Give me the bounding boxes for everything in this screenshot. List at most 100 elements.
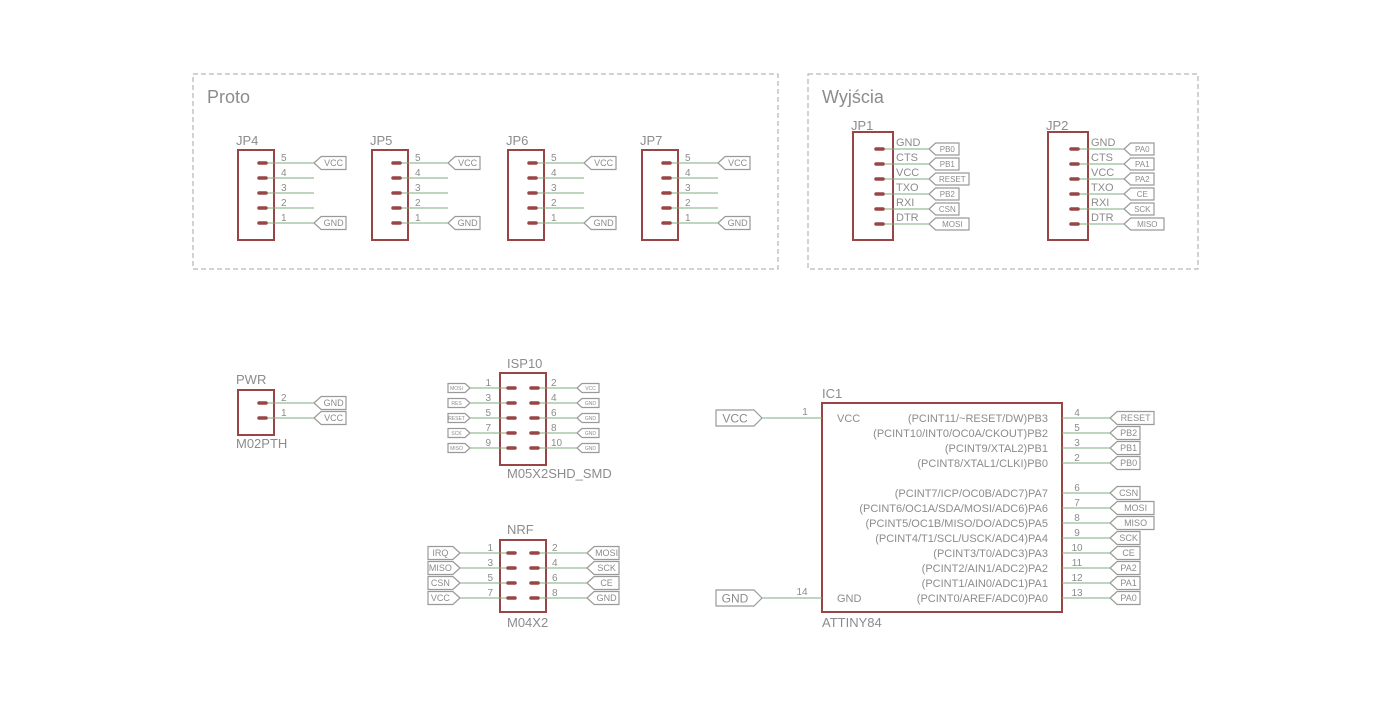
- header-name: JP1: [851, 118, 873, 133]
- pin-name: RXI: [896, 197, 914, 209]
- net-label-miso: MISO: [427, 560, 461, 576]
- net-label-miso: MISO: [1109, 515, 1155, 531]
- net-label-pa1: PA1: [1109, 575, 1141, 591]
- part-name: ISP10: [507, 356, 542, 371]
- pin-number: 10: [1071, 543, 1083, 554]
- pin-number: 14: [796, 587, 808, 598]
- net-label-gnd-text: GND: [324, 218, 345, 228]
- net-label-pa2-text: PA2: [1135, 175, 1150, 184]
- pin-number: 1: [281, 408, 287, 419]
- net-label-gnd-text: GND: [585, 431, 597, 437]
- part-value: ATTINY84: [822, 615, 882, 630]
- pin-number: 2: [552, 543, 558, 554]
- pin-function: (PCINT4/T1/SCL/USCK/ADC4)PA4: [875, 533, 1048, 545]
- net-label-miso-text: MISO: [429, 563, 452, 573]
- part-value: M02PTH: [236, 436, 287, 451]
- part-value: M05X2SHD_SMD: [507, 466, 612, 481]
- connector-body: [499, 372, 547, 466]
- pin-name: CTS: [1091, 152, 1113, 164]
- header-body: [237, 149, 275, 241]
- net-label-gnd-shape: [313, 215, 347, 231]
- part-name: NRF: [507, 522, 534, 537]
- net-label-pa0: PA0: [1109, 590, 1141, 606]
- net-label-gnd-shape: [576, 442, 600, 454]
- net-label-gnd: GND: [586, 590, 620, 606]
- pin-number: 2: [1074, 453, 1080, 464]
- pin-number: 3: [551, 183, 557, 194]
- pin-number: 4: [685, 168, 691, 179]
- net-label-gnd: GND: [313, 395, 347, 411]
- pin-name: GND: [837, 593, 862, 605]
- net-label-res-text: RES: [451, 401, 462, 407]
- net-label-mosi-shape: [928, 217, 970, 231]
- net-label-ce: CE: [586, 575, 620, 591]
- net-label-pb1-text: PB1: [940, 160, 956, 169]
- pin-name: VCC: [1091, 167, 1114, 179]
- pin-name: GND: [896, 137, 921, 149]
- net-label-vcc-shape: [583, 155, 617, 171]
- net-label-vcc-shape: [447, 155, 481, 171]
- pin-number: 8: [1074, 513, 1080, 524]
- pin-number: 2: [551, 378, 557, 389]
- net-label-vcc: VCC: [717, 155, 751, 171]
- part-name: IC1: [822, 386, 842, 401]
- net-label-mosi: MOSI: [447, 382, 471, 394]
- net-label-pa1-text: PA1: [1120, 578, 1136, 588]
- pin-number: 5: [485, 408, 491, 419]
- net-label-ce-text: CE: [1137, 190, 1148, 199]
- net-label-gnd: GND: [717, 215, 751, 231]
- net-label-res: RES: [447, 397, 471, 409]
- net-label-sck-text: SCK: [1134, 205, 1151, 214]
- net-label-pb0-shape: [928, 142, 960, 156]
- pin-number: 5: [551, 153, 557, 164]
- net-label-pa0: PA0: [1123, 142, 1155, 156]
- net-label-pb2: PB2: [928, 187, 960, 201]
- net-label-miso-text: MISO: [450, 446, 463, 452]
- net-label-ce-text: CE: [1122, 548, 1135, 558]
- pin-function: (PCINT2/AIN1/ADC2)PA2: [922, 563, 1048, 575]
- net-label-csn-text: CSN: [1119, 488, 1138, 498]
- net-label-vcc: VCC: [447, 155, 481, 171]
- header-jp1: JP1GNDPB0CTSPB1VCCRESETTXOPB2RXICSNDTRMO…: [851, 118, 970, 241]
- pin-function: (PCINT5/OC1B/MISO/DO/ADC5)PA5: [865, 518, 1048, 530]
- net-label-gnd: GND: [313, 215, 347, 231]
- net-label-csn-shape: [1109, 485, 1141, 501]
- net-label-vcc-shape: [427, 590, 461, 606]
- net-label-pb2-shape: [928, 187, 960, 201]
- pin-number: 5: [281, 153, 287, 164]
- pin-number: 2: [685, 198, 691, 209]
- pin-number: 4: [415, 168, 421, 179]
- net-label-gnd-shape: [715, 589, 763, 607]
- net-label-irq: IRQ: [427, 545, 461, 561]
- net-label-pb1-shape: [928, 157, 960, 171]
- pin-number: 7: [1074, 498, 1080, 509]
- pin-number: 7: [487, 588, 493, 599]
- net-label-gnd-text: GND: [458, 218, 479, 228]
- part-value: M04X2: [507, 615, 548, 630]
- pin-function: (PCINT9/XTAL2)PB1: [945, 443, 1048, 455]
- net-label-miso: MISO: [1123, 217, 1165, 231]
- net-label-gnd-text: GND: [722, 591, 749, 605]
- net-label-ce-shape: [1109, 545, 1141, 561]
- pin-number: 4: [281, 168, 287, 179]
- net-label-vcc-shape: [313, 410, 347, 426]
- net-label-gnd-text: GND: [585, 416, 597, 422]
- net-label-reset: RESET: [1109, 410, 1155, 426]
- net-label-pb2: PB2: [1109, 425, 1141, 441]
- pin-function: (PCINT10/INT0/OC0A/CKOUT)PB2: [873, 428, 1048, 440]
- net-label-vcc-text: VCC: [722, 411, 748, 425]
- net-label-pa2-text: PA2: [1120, 563, 1136, 573]
- frame-wyjscia: [807, 73, 1199, 270]
- pin-number: 1: [485, 378, 491, 389]
- net-label-gnd-text: GND: [597, 593, 618, 603]
- net-label-pb1-text: PB1: [1120, 443, 1137, 453]
- net-label-mosi-shape: [1109, 500, 1155, 516]
- pin-number: 5: [685, 153, 691, 164]
- net-label-reset-shape: [1109, 410, 1155, 426]
